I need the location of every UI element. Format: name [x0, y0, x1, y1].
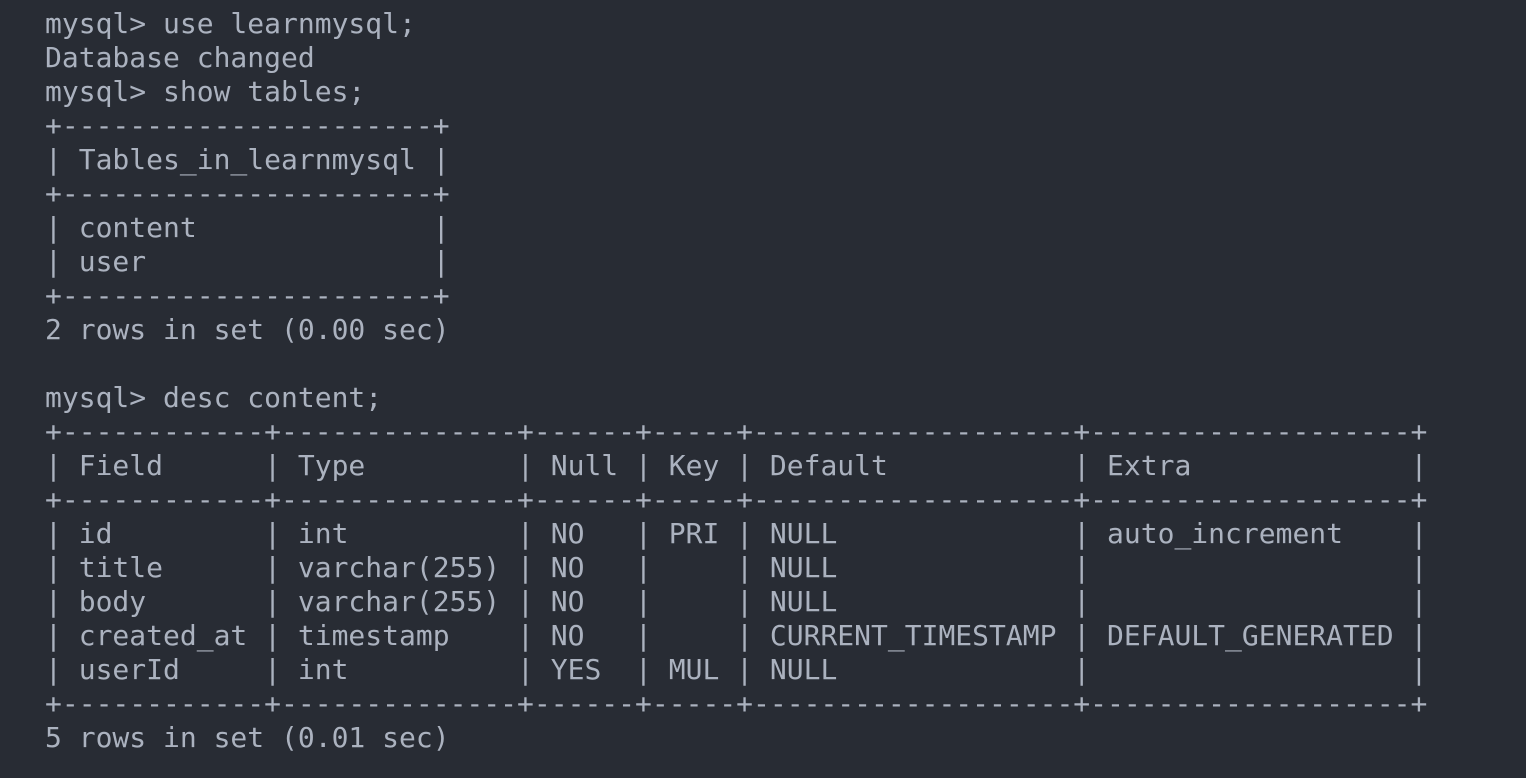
desc-row-title: | title | varchar(255) | NO | | NULL | |: [45, 551, 1428, 584]
show-tables-row-user: | user |: [45, 245, 450, 278]
desc-row-created-at: | created_at | timestamp | NO | | CURREN…: [45, 619, 1428, 652]
desc-header-row: | Field | Type | Null | Key | Default | …: [45, 449, 1428, 482]
show-tables-row-content: | content |: [45, 211, 450, 244]
output-database-changed: Database changed: [45, 41, 315, 74]
cmd-use-database: mysql> use learnmysql;: [45, 7, 416, 40]
desc-row-count: 5 rows in set (0.01 sec): [45, 721, 450, 754]
desc-row-body: | body | varchar(255) | NO | | NULL | |: [45, 585, 1428, 618]
show-tables-border-mid: +----------------------+: [45, 177, 450, 210]
desc-row-userid: | userId | int | YES | MUL | NULL | |: [45, 653, 1428, 686]
show-tables-border-bottom: +----------------------+: [45, 279, 450, 312]
cmd-show-tables: mysql> show tables;: [45, 75, 366, 108]
show-tables-border-top: +----------------------+: [45, 109, 450, 142]
desc-row-id: | id | int | NO | PRI | NULL | auto_incr…: [45, 517, 1428, 550]
desc-border-mid: +------------+--------------+------+----…: [45, 483, 1428, 516]
show-tables-header-row: | Tables_in_learnmysql |: [45, 143, 450, 176]
show-tables-row-count: 2 rows in set (0.00 sec): [45, 313, 450, 346]
blank-line: [45, 347, 1506, 381]
cmd-desc-content: mysql> desc content;: [45, 381, 383, 414]
desc-border-bottom: +------------+--------------+------+----…: [45, 687, 1428, 720]
desc-border-top: +------------+--------------+------+----…: [45, 415, 1428, 448]
